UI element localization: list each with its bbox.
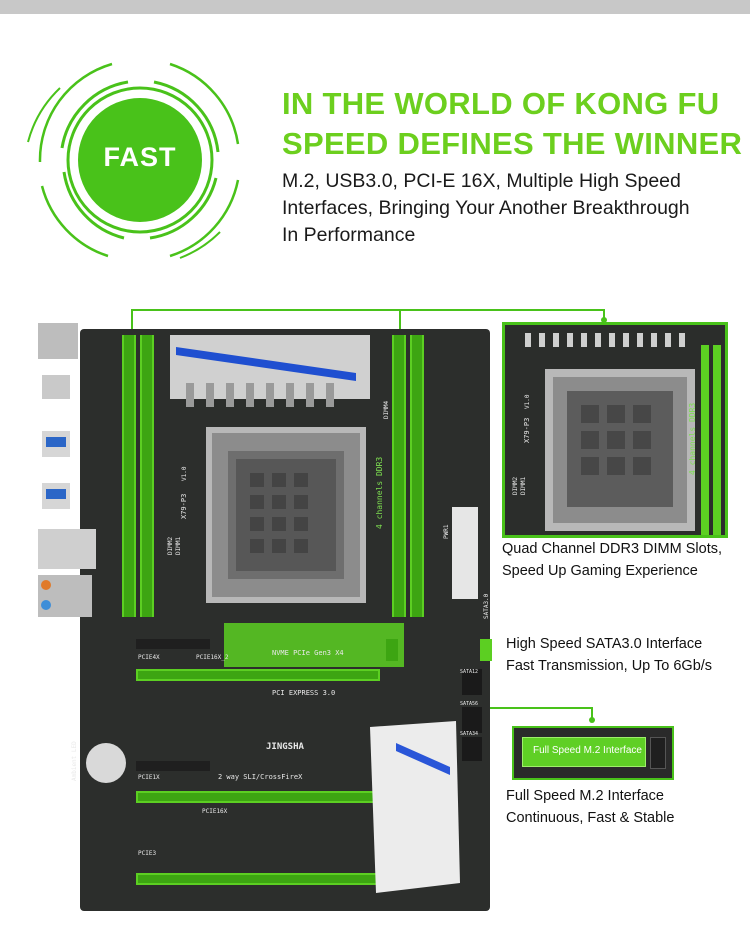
description-line-1: M.2, USB3.0, PCI-E 16X, Multiple High Sp…: [282, 170, 681, 192]
m2-callout-line-1: Full Speed M.2 Interface: [506, 788, 664, 804]
pwr1-label: PWR1: [443, 524, 450, 539]
zoom-dimm1-label: DIMM1: [520, 477, 527, 495]
sata-callout-line-2: Fast Transmission, Up To 6Gb/s: [506, 658, 713, 674]
headline-line-2: SPEED DEFINES THE WINNER: [282, 126, 743, 161]
m2-card-label: Full Speed M.2 Interface: [533, 745, 642, 756]
speed-rings-icon: [27, 62, 240, 259]
description-line-3: In Performance: [282, 224, 416, 246]
ambient-led-label: Ambient LED: [71, 741, 78, 781]
m2-callout: Full Speed M.2 Interface Continuous, Fas…: [506, 785, 674, 829]
m2-connector: [650, 737, 666, 769]
zoom-ddr3-label: 4 channels DDR3: [688, 403, 697, 475]
board-model-label: X79-P3: [180, 494, 188, 519]
zoom-version-label: V1.0: [524, 394, 531, 409]
description-line-2: Interfaces, Bringing Your Another Breakt…: [282, 197, 690, 219]
headline-line-1: IN THE WORLD OF KONG FU: [282, 86, 720, 121]
ddr3-callout-line-1: Quad Channel DDR3 DIMM Slots,: [502, 541, 722, 557]
pcie1x-label: PCIE1X: [138, 774, 160, 781]
board-version-label: V1.0: [181, 466, 188, 481]
headline: IN THE WORLD OF KONG FU SPEED DEFINES TH…: [282, 84, 742, 164]
fast-label: FAST: [103, 142, 177, 172]
pcie4x-label: PCIE4X: [138, 654, 160, 661]
pci-express-label: PCI EXPRESS 3.0: [272, 689, 335, 697]
sata12-label: SATA12: [460, 669, 478, 675]
pcie16x2-label: PCIE16X_2: [196, 654, 229, 661]
ddr3-callout-line-2: Speed Up Gaming Experience: [502, 563, 698, 579]
m2-ssd-board: Full Speed M.2 Interface: [522, 737, 646, 767]
sli-label: 2 way SLI/CrossFireX: [218, 773, 303, 781]
m2-callout-line-2: Continuous, Fast & Stable: [506, 810, 675, 826]
pcie16x-label: PCIE16X: [202, 808, 228, 815]
dimm1-label: DIMM1: [175, 537, 182, 555]
zoom-board-image: X79-P3 V1.0 DIMM2 DIMM1 4 channels DDR3: [505, 325, 725, 535]
nvme-label: NVME PCIe Gen3 X4: [272, 649, 344, 657]
top-bar: [0, 0, 750, 14]
dimm2-label: DIMM2: [167, 537, 174, 555]
fast-badge: FAST: [20, 52, 260, 272]
m2-ssd-card: Full Speed M.2 Interface: [512, 726, 674, 780]
zoom-dimm2-label: DIMM2: [512, 477, 519, 495]
sata-callout-line-1: High Speed SATA3.0 Interface: [506, 636, 703, 652]
sata3-label: SATA3.0: [483, 593, 490, 619]
ddr3-callout: Quad Channel DDR3 DIMM Slots, Speed Up G…: [502, 538, 722, 582]
sata56-label: SATA56: [460, 701, 478, 707]
ddr3-board-label: 4 channels DDR3: [375, 457, 384, 529]
motherboard-image: X79-P3 V1.0 DIMM2 DIMM1 DIMM4 4 channels…: [38, 323, 492, 911]
dimm4-label: DIMM4: [383, 401, 390, 419]
zoom-model-label: X79-P3: [523, 418, 531, 443]
sata-callout: High Speed SATA3.0 Interface Fast Transm…: [506, 633, 712, 677]
ddr3-zoom-inset: X79-P3 V1.0 DIMM2 DIMM1 4 channels DDR3: [502, 322, 728, 538]
brand-label: JINGSHA: [266, 742, 305, 752]
feature-description: M.2, USB3.0, PCI-E 16X, Multiple High Sp…: [282, 168, 742, 249]
sata34-label: SATA34: [460, 731, 478, 737]
pcie3-label: PCIE3: [138, 850, 156, 857]
